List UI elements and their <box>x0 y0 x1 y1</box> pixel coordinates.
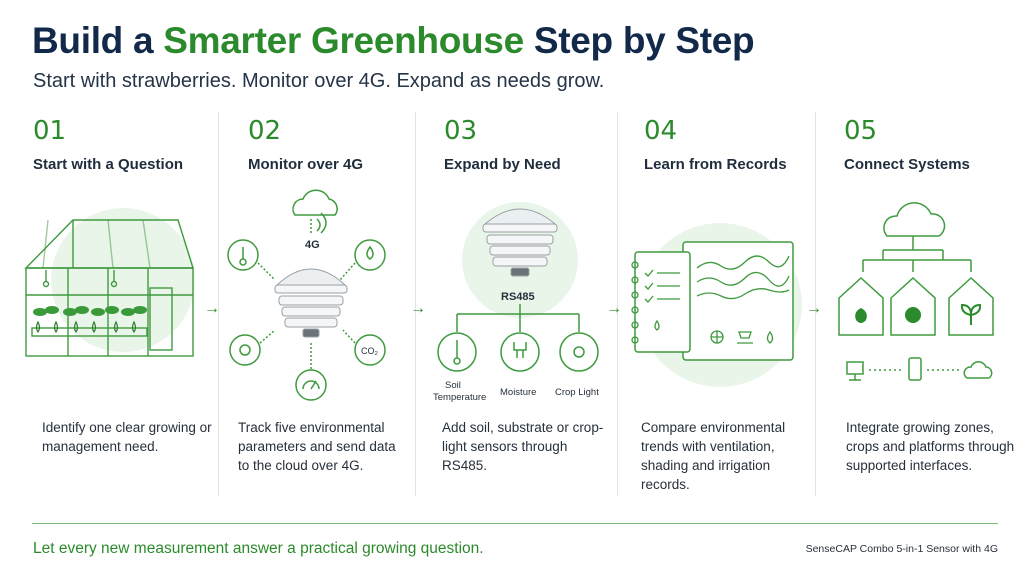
thermometer-icon <box>227 239 259 271</box>
column-divider <box>617 112 618 496</box>
bus-label: RS485 <box>501 291 535 303</box>
arrow-icon: → <box>204 300 220 317</box>
records-illustration <box>631 223 802 387</box>
step-description: Identify one clear growing or management… <box>42 420 212 454</box>
step-heading: Monitor over 4G <box>248 156 364 173</box>
chart-panel <box>682 241 794 361</box>
co2-icon <box>354 334 386 366</box>
arrow-icon: → <box>806 300 822 317</box>
step-description: Add soil, substrate or crop-light sensor… <box>442 420 604 473</box>
step-number: 03 <box>444 116 478 146</box>
cloud-icon <box>883 202 946 237</box>
step-description: Compare environmental trends with ventil… <box>641 420 786 492</box>
monitor-illustration: 4G CO₂ <box>227 189 386 401</box>
sensor-device <box>482 208 558 277</box>
network-label: 4G <box>305 239 320 251</box>
footer-divider <box>32 523 998 524</box>
page-subtitle: Start with strawberries. Monitor over 4G… <box>33 70 605 92</box>
step-number: 02 <box>248 116 282 146</box>
expand-illustration: RS485 Soil Temperature Moisture Crop Lig… <box>433 202 599 403</box>
soil-temp-label-1: Soil <box>445 380 461 391</box>
step-heading: Expand by Need <box>444 156 561 173</box>
step-description: Track five environmental parameters and … <box>238 420 396 473</box>
title-highlight: Smarter Greenhouse <box>163 20 524 61</box>
crop-light-icon <box>559 332 599 372</box>
arrow-icon: → <box>410 300 426 317</box>
step-heading: Learn from Records <box>644 156 787 173</box>
step-number: 05 <box>844 116 878 146</box>
notebook-icon <box>634 251 691 353</box>
pressure-icon <box>295 369 327 401</box>
step-4: 04 Learn from Records Compare environmen… <box>641 112 834 502</box>
arrow-icon: → <box>606 300 622 317</box>
title-part-2: Step by Step <box>523 20 755 61</box>
computer-icon <box>846 361 864 375</box>
humidity-icon <box>354 239 386 271</box>
greenhouse-illustration <box>24 208 195 357</box>
moisture-icon <box>500 332 540 372</box>
column-divider <box>415 112 416 496</box>
step-number: 04 <box>644 116 678 146</box>
cloud-icon <box>292 189 338 216</box>
tomato-icon <box>905 307 921 323</box>
light-icon <box>229 334 261 366</box>
page-title: Build a Smarter Greenhouse Step by Step <box>32 20 755 62</box>
crop-light-label: Crop Light <box>555 387 599 398</box>
soil-temperature-icon <box>437 332 477 372</box>
title-part-1: Build a <box>32 20 164 61</box>
sensor-device <box>274 268 348 338</box>
step-3: 03 Expand by Need Add soil, substrate or… <box>442 112 634 502</box>
step-2: 02 Monitor over 4G Track five environmen… <box>238 112 438 502</box>
phone-icon <box>908 357 922 381</box>
column-divider <box>815 112 816 496</box>
co2-label: CO₂ <box>361 346 379 356</box>
step-5: 05 Connect Systems Integrate growing zon… <box>844 112 1030 502</box>
moisture-label: Moisture <box>500 387 536 398</box>
greenhouse-zone-icon <box>838 276 884 336</box>
greenhouse-zone-icon <box>890 276 936 336</box>
step-heading: Connect Systems <box>844 156 970 173</box>
footer-product: SenseCAP Combo 5-in-1 Sensor with 4G <box>805 543 998 555</box>
greenhouse-zone-icon <box>948 276 994 336</box>
step-number: 01 <box>33 116 67 146</box>
soil-temp-label-2: Temperature <box>433 392 486 403</box>
column-divider <box>218 112 219 496</box>
step-description: Integrate growing zones, crops and platf… <box>846 420 1015 473</box>
step-1: 01 Start with a Question Identify one cl… <box>33 112 223 502</box>
systems-illustration <box>838 202 994 381</box>
strawberry-icon <box>855 308 867 323</box>
plant-icon <box>960 303 982 325</box>
cloud-icon <box>963 361 993 379</box>
step-heading: Start with a Question <box>33 156 184 173</box>
footer-tagline: Let every new measurement answer a pract… <box>33 540 484 557</box>
